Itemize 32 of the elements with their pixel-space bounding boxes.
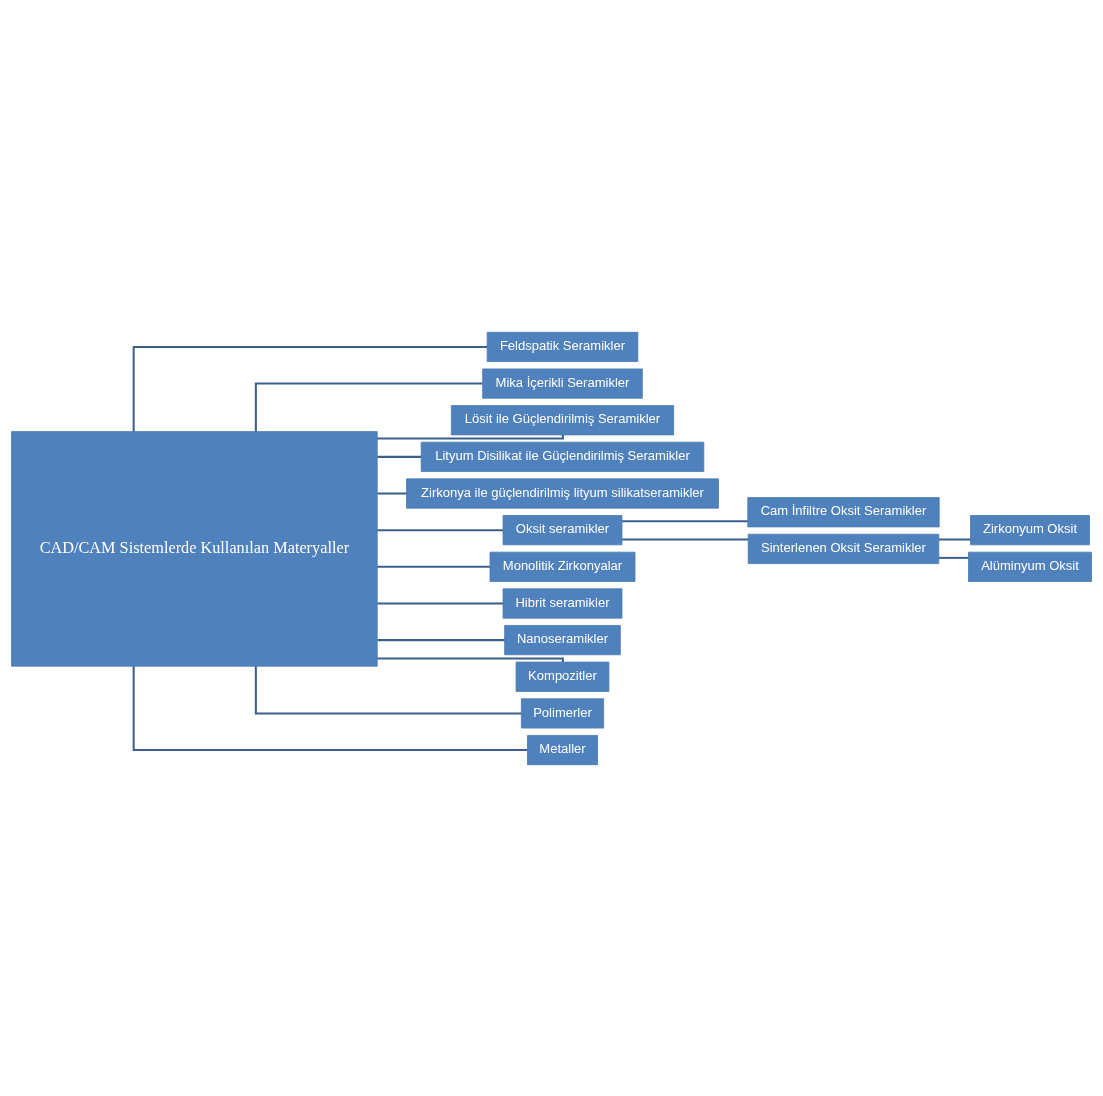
- node-box: Hibrit seramikler: [502, 587, 623, 619]
- connector: [622, 519, 748, 522]
- node-box: Lösit ile Güçlendirilmiş Seramikler: [450, 404, 675, 435]
- connector: [132, 345, 488, 431]
- node-box: Alüminyum Oksit: [968, 551, 1092, 582]
- connector: [377, 601, 503, 604]
- node-box: Sinterlenen Oksit Seramikler: [747, 533, 940, 564]
- connector: [377, 455, 422, 458]
- node-box: Lityum Disilikat ile Güçlendirilmiş Seramikler: [420, 441, 705, 472]
- node-box: CAD/CAM Sistemlerde Kullanılan Materyaller: [11, 430, 378, 667]
- node-box: Polimerler: [520, 697, 605, 728]
- node-box: Zirkonya ile güçlendirilmiş lityum silikatseramikler: [406, 477, 719, 509]
- connector: [377, 528, 503, 531]
- node-box: Zirkonyum Oksit: [970, 514, 1090, 545]
- node-box: Metaller: [527, 734, 598, 765]
- connector: [254, 665, 522, 714]
- node-box: Kompozitler: [515, 661, 610, 692]
- connector: [254, 382, 483, 432]
- node-box: Nanoseramikler: [504, 624, 621, 655]
- connector: [938, 538, 971, 541]
- connector: [938, 556, 969, 559]
- connector: [132, 665, 528, 751]
- node-box: Mika İçerikli Seramikler: [482, 368, 643, 399]
- node-box: Feldspatik Seramikler: [486, 331, 639, 362]
- node-box: Monolitik Zirkonyalar: [489, 551, 636, 582]
- connector: [377, 565, 490, 568]
- connector: [377, 492, 407, 495]
- connector: [377, 638, 505, 641]
- connector: [377, 656, 564, 662]
- connector: [622, 538, 749, 541]
- node-box: Oksit seramikler: [502, 514, 623, 545]
- node-box: Cam İnfiltre Oksit Seramikler: [747, 496, 940, 527]
